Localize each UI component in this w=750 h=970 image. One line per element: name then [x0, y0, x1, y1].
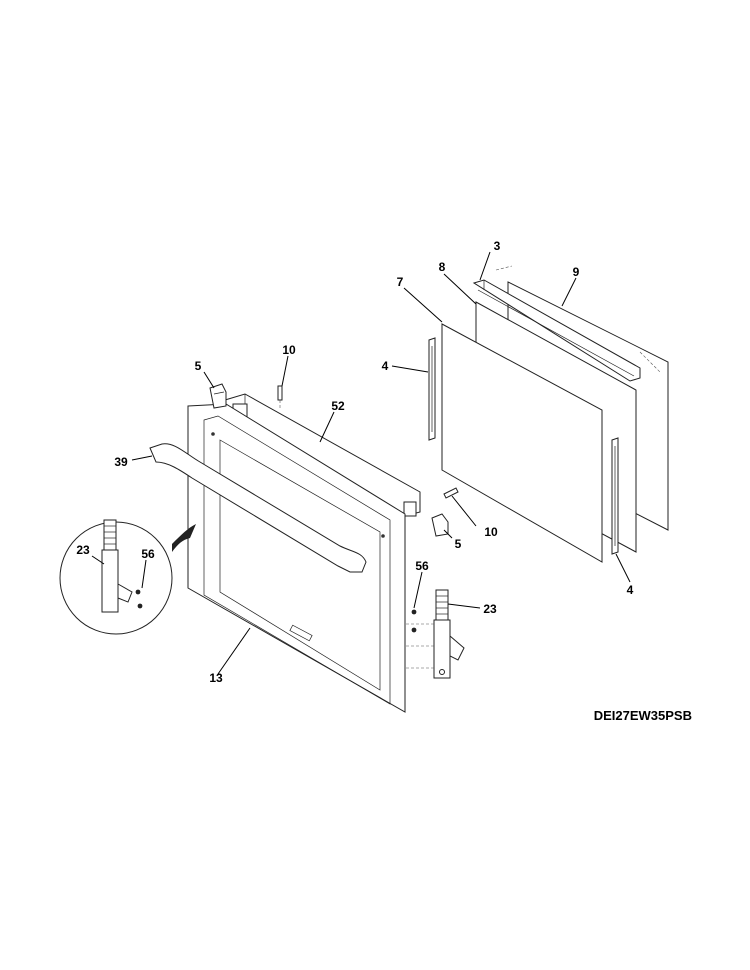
callout-5-top: 5: [195, 359, 202, 373]
door-hinge-23-right: [406, 589, 465, 679]
hinge-bracket-5-bottom: [431, 513, 449, 537]
callout-23-right: 23: [483, 602, 497, 616]
screw-10-top: [277, 385, 283, 410]
model-code: DEI27EW35PSB: [594, 708, 692, 723]
inset-detail-view: [59, 519, 196, 635]
callout-13: 13: [209, 671, 223, 685]
callout-4-right: 4: [627, 583, 634, 597]
callout-56-inset: 56: [141, 547, 155, 561]
callout-39: 39: [114, 455, 128, 469]
callout-5-bottom: 5: [455, 537, 462, 551]
callout-10-top: 10: [282, 343, 296, 357]
callout-7: 7: [397, 275, 404, 289]
side-spacer-right-4: [611, 437, 619, 555]
door-handle-39: [149, 443, 367, 573]
callout-56-right: 56: [415, 559, 429, 573]
callout-4-left: 4: [382, 359, 389, 373]
callout-23-inset: 23: [76, 543, 90, 557]
screw-10-bottom: [443, 487, 459, 499]
callout-52: 52: [331, 399, 345, 413]
callout-3: 3: [494, 239, 501, 253]
outer-door-panel-13: [187, 403, 406, 713]
callout-9: 9: [573, 265, 580, 279]
leader-lines: [91, 251, 631, 675]
callout-10-bottom: 10: [484, 525, 498, 539]
hinge-bracket-5-top: [209, 383, 227, 409]
callout-8: 8: [439, 260, 446, 274]
glass-trim-3: [472, 279, 641, 382]
front-glass-panel-7: [441, 323, 603, 563]
side-spacer-left-4: [428, 337, 436, 441]
